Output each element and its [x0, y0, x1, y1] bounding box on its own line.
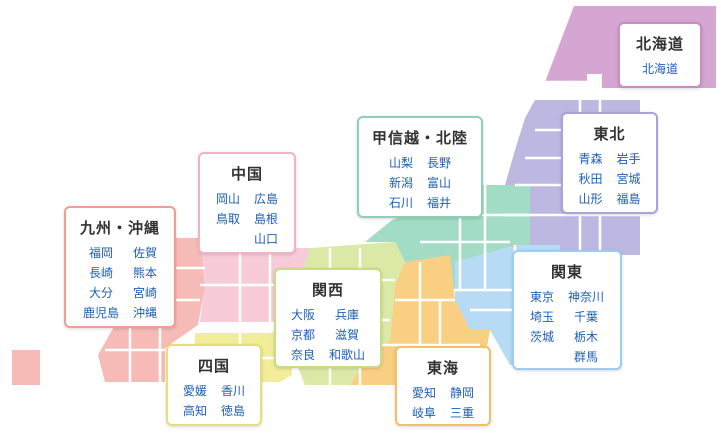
pref-link[interactable]: 兵庫 — [335, 308, 360, 322]
region-card-shikoku: 四国 愛媛 香川 高知 徳島 — [166, 344, 262, 426]
pref-link[interactable]: 長野 — [427, 156, 452, 170]
pref-link[interactable]: 石川 — [388, 196, 413, 210]
pref-link[interactable]: 福島 — [616, 192, 641, 206]
pref-link[interactable]: 和歌山 — [329, 348, 366, 362]
region-title-tokai: 東海 — [426, 359, 459, 377]
pref-link[interactable]: 埼玉 — [529, 310, 554, 324]
region-title-koshinetsu: 甲信越・北陸 — [371, 129, 468, 147]
pref-link[interactable]: 青森 — [578, 152, 603, 166]
pref-link[interactable]: 熊本 — [133, 266, 158, 280]
pref-link[interactable]: 福岡 — [88, 246, 113, 260]
pref-link[interactable]: 茨城 — [529, 330, 554, 344]
pref-link[interactable]: 新潟 — [388, 176, 413, 190]
pref-link[interactable]: 高知 — [182, 404, 207, 418]
pref-link[interactable]: 群馬 — [574, 350, 599, 364]
pref-link[interactable]: 宮崎 — [133, 286, 158, 300]
pref-link[interactable]: 香川 — [221, 384, 246, 398]
pref-link[interactable]: 宮城 — [616, 172, 641, 186]
region-card-chugoku: 中国 岡山 広島 鳥取 島根 山口 — [198, 152, 296, 254]
region-card-kanto: 関東 東京 神奈川 埼玉 千葉 茨城 栃木 群馬 — [512, 250, 622, 370]
pref-link[interactable]: 奈良 — [290, 348, 315, 362]
pref-link[interactable]: 山梨 — [388, 156, 413, 170]
pref-link[interactable]: 山口 — [254, 232, 279, 246]
pref-link[interactable]: 愛媛 — [182, 384, 207, 398]
pref-link[interactable]: 島根 — [254, 212, 279, 226]
pref-link[interactable]: 神奈川 — [568, 290, 605, 304]
pref-link[interactable]: 栃木 — [574, 330, 599, 344]
region-title-kanto: 関東 — [550, 263, 583, 281]
pref-link[interactable]: 福井 — [427, 196, 452, 210]
region-card-kyushu: 九州・沖縄 福岡 佐賀 長崎 熊本 大分 宮崎 鹿児島 沖縄 — [64, 206, 176, 328]
pref-link[interactable]: 愛知 — [411, 386, 436, 400]
region-card-koshinetsu: 甲信越・北陸 山梨 長野 新潟 富山 石川 福井 — [357, 116, 483, 218]
region-title-kyushu: 九州・沖縄 — [79, 219, 160, 237]
region-title-hokkaido: 北海道 — [635, 35, 684, 53]
pref-link[interactable]: 鹿児島 — [82, 306, 119, 320]
pref-link[interactable]: 北海道 — [641, 62, 678, 76]
region-title-chugoku: 中国 — [230, 165, 263, 183]
pref-link[interactable]: 大分 — [88, 286, 113, 300]
pref-link[interactable]: 広島 — [254, 192, 279, 206]
pref-link[interactable]: 京都 — [290, 328, 315, 342]
region-card-tohoku: 東北 青森 岩手 秋田 宮城 山形 福島 — [561, 112, 658, 214]
pref-link[interactable]: 沖縄 — [133, 306, 158, 320]
pref-link[interactable]: 岡山 — [215, 192, 240, 206]
region-card-tokai: 東海 愛知 静岡 岐阜 三重 — [395, 346, 491, 426]
region-title-shikoku: 四国 — [197, 357, 230, 375]
pref-link[interactable]: 佐賀 — [133, 246, 158, 260]
pref-link[interactable]: 三重 — [450, 406, 475, 420]
pref-link[interactable]: 静岡 — [450, 386, 475, 400]
pref-link[interactable]: 徳島 — [221, 404, 246, 418]
pref-link[interactable]: 富山 — [427, 176, 452, 190]
pref-link[interactable]: 岩手 — [616, 152, 641, 166]
pref-link[interactable]: 大阪 — [290, 308, 315, 322]
pref-link[interactable]: 岐阜 — [411, 406, 436, 420]
pref-link[interactable]: 鳥取 — [215, 212, 240, 226]
pref-link[interactable]: 東京 — [529, 290, 554, 304]
region-card-hokkaido: 北海道 北海道 — [618, 22, 702, 88]
region-card-kansai: 関西 大阪 兵庫 京都 滋賀 奈良 和歌山 — [274, 268, 382, 368]
pref-link[interactable]: 千葉 — [574, 310, 599, 324]
region-title-tohoku: 東北 — [593, 125, 626, 143]
pref-link[interactable]: 長崎 — [88, 266, 113, 280]
pref-link[interactable]: 秋田 — [578, 172, 603, 186]
region-title-kansai: 関西 — [311, 281, 344, 299]
pref-link[interactable]: 滋賀 — [335, 328, 360, 342]
pref-link[interactable]: 山形 — [578, 192, 603, 206]
